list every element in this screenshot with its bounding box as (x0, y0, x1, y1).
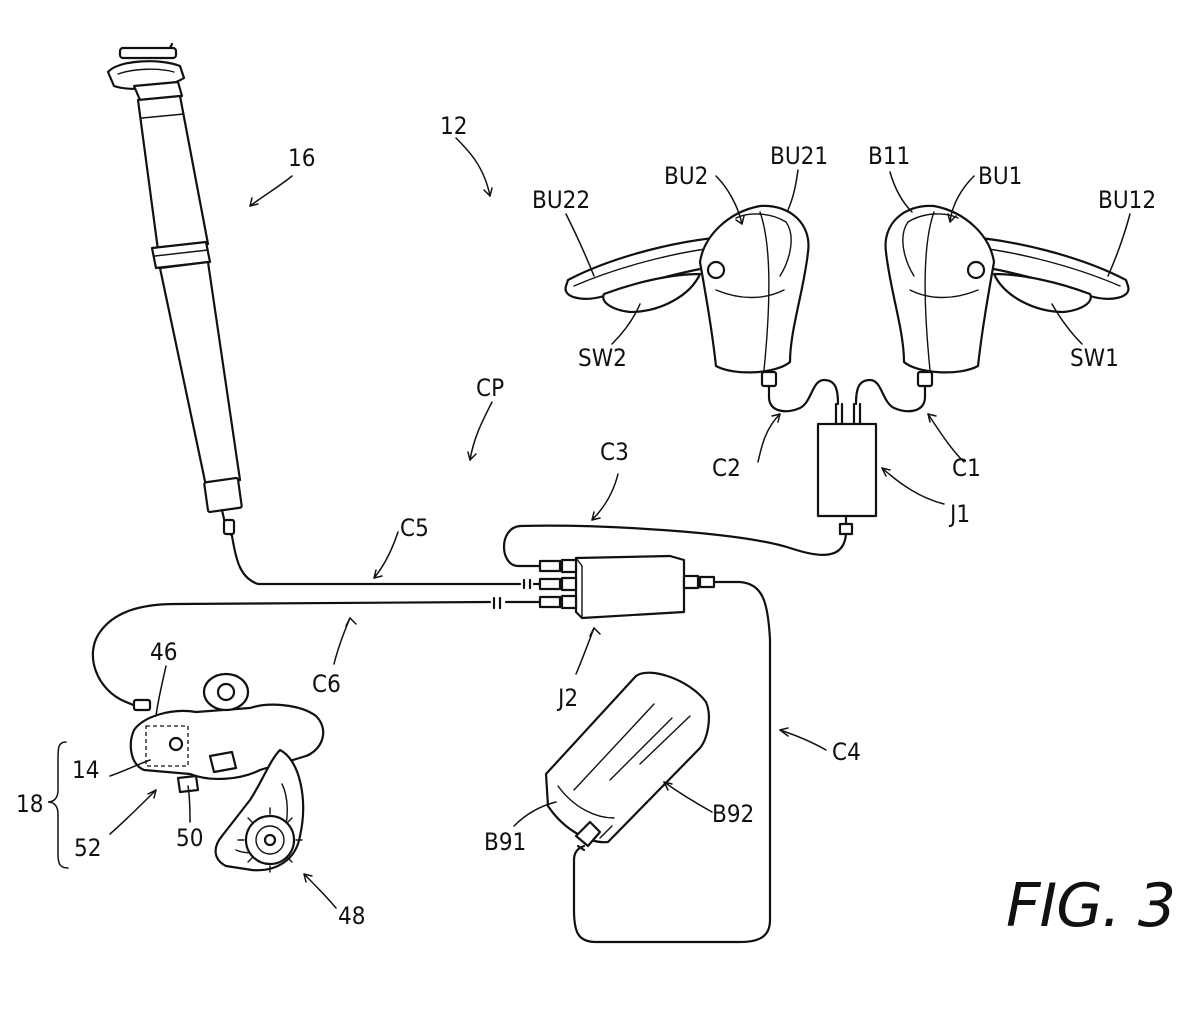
label-12: 12 (440, 112, 467, 140)
label-sw1: SW1 (1070, 344, 1119, 372)
label-48: 48 (338, 902, 365, 930)
label-46: 46 (150, 638, 177, 666)
label-j2: J2 (556, 684, 578, 712)
label-bu2: BU2 (664, 162, 708, 190)
label-bu1: BU1 (978, 162, 1022, 190)
left-shift-lever-bu2 (564, 204, 810, 400)
label-c5: C5 (400, 514, 429, 542)
label-bu12: BU12 (1098, 186, 1156, 214)
label-cp: CP (476, 374, 504, 402)
cable-c5 (230, 534, 542, 590)
label-b91: B91 (484, 828, 526, 856)
rear-derailleur (124, 672, 325, 873)
label-c1: C1 (952, 454, 981, 482)
cable-c4 (572, 580, 772, 944)
label-c3: C3 (600, 438, 629, 466)
label-bu21: BU21 (770, 142, 828, 170)
label-b92: B92 (712, 800, 754, 828)
adjustable-seatpost (106, 42, 243, 538)
label-c2: C2 (712, 454, 741, 482)
label-b11: B11 (868, 142, 910, 170)
battery-unit (544, 671, 710, 852)
label-bu22: BU22 (532, 186, 590, 214)
label-sw2: SW2 (578, 344, 627, 372)
label-52: 52 (74, 834, 101, 862)
cable-c6 (91, 596, 542, 704)
right-shift-lever-bu1 (884, 204, 1130, 400)
label-j1: J1 (948, 500, 970, 528)
reference-labels: 16 12 CP BU22 BU2 BU21 B11 BU1 BU12 SW2 … (16, 112, 1176, 941)
label-c6: C6 (312, 670, 341, 698)
figure-caption: FIG. 3 (1006, 871, 1175, 941)
label-50: 50 (176, 824, 203, 852)
cables-c1-c2 (767, 378, 927, 426)
label-14: 14 (72, 756, 99, 784)
junction-j1 (816, 422, 878, 536)
junction-j2 (538, 554, 716, 620)
label-18: 18 (16, 790, 43, 818)
leader-lines (47, 137, 1131, 909)
label-16: 16 (288, 144, 315, 172)
cable-c3 (503, 524, 848, 568)
label-c4: C4 (832, 738, 861, 766)
